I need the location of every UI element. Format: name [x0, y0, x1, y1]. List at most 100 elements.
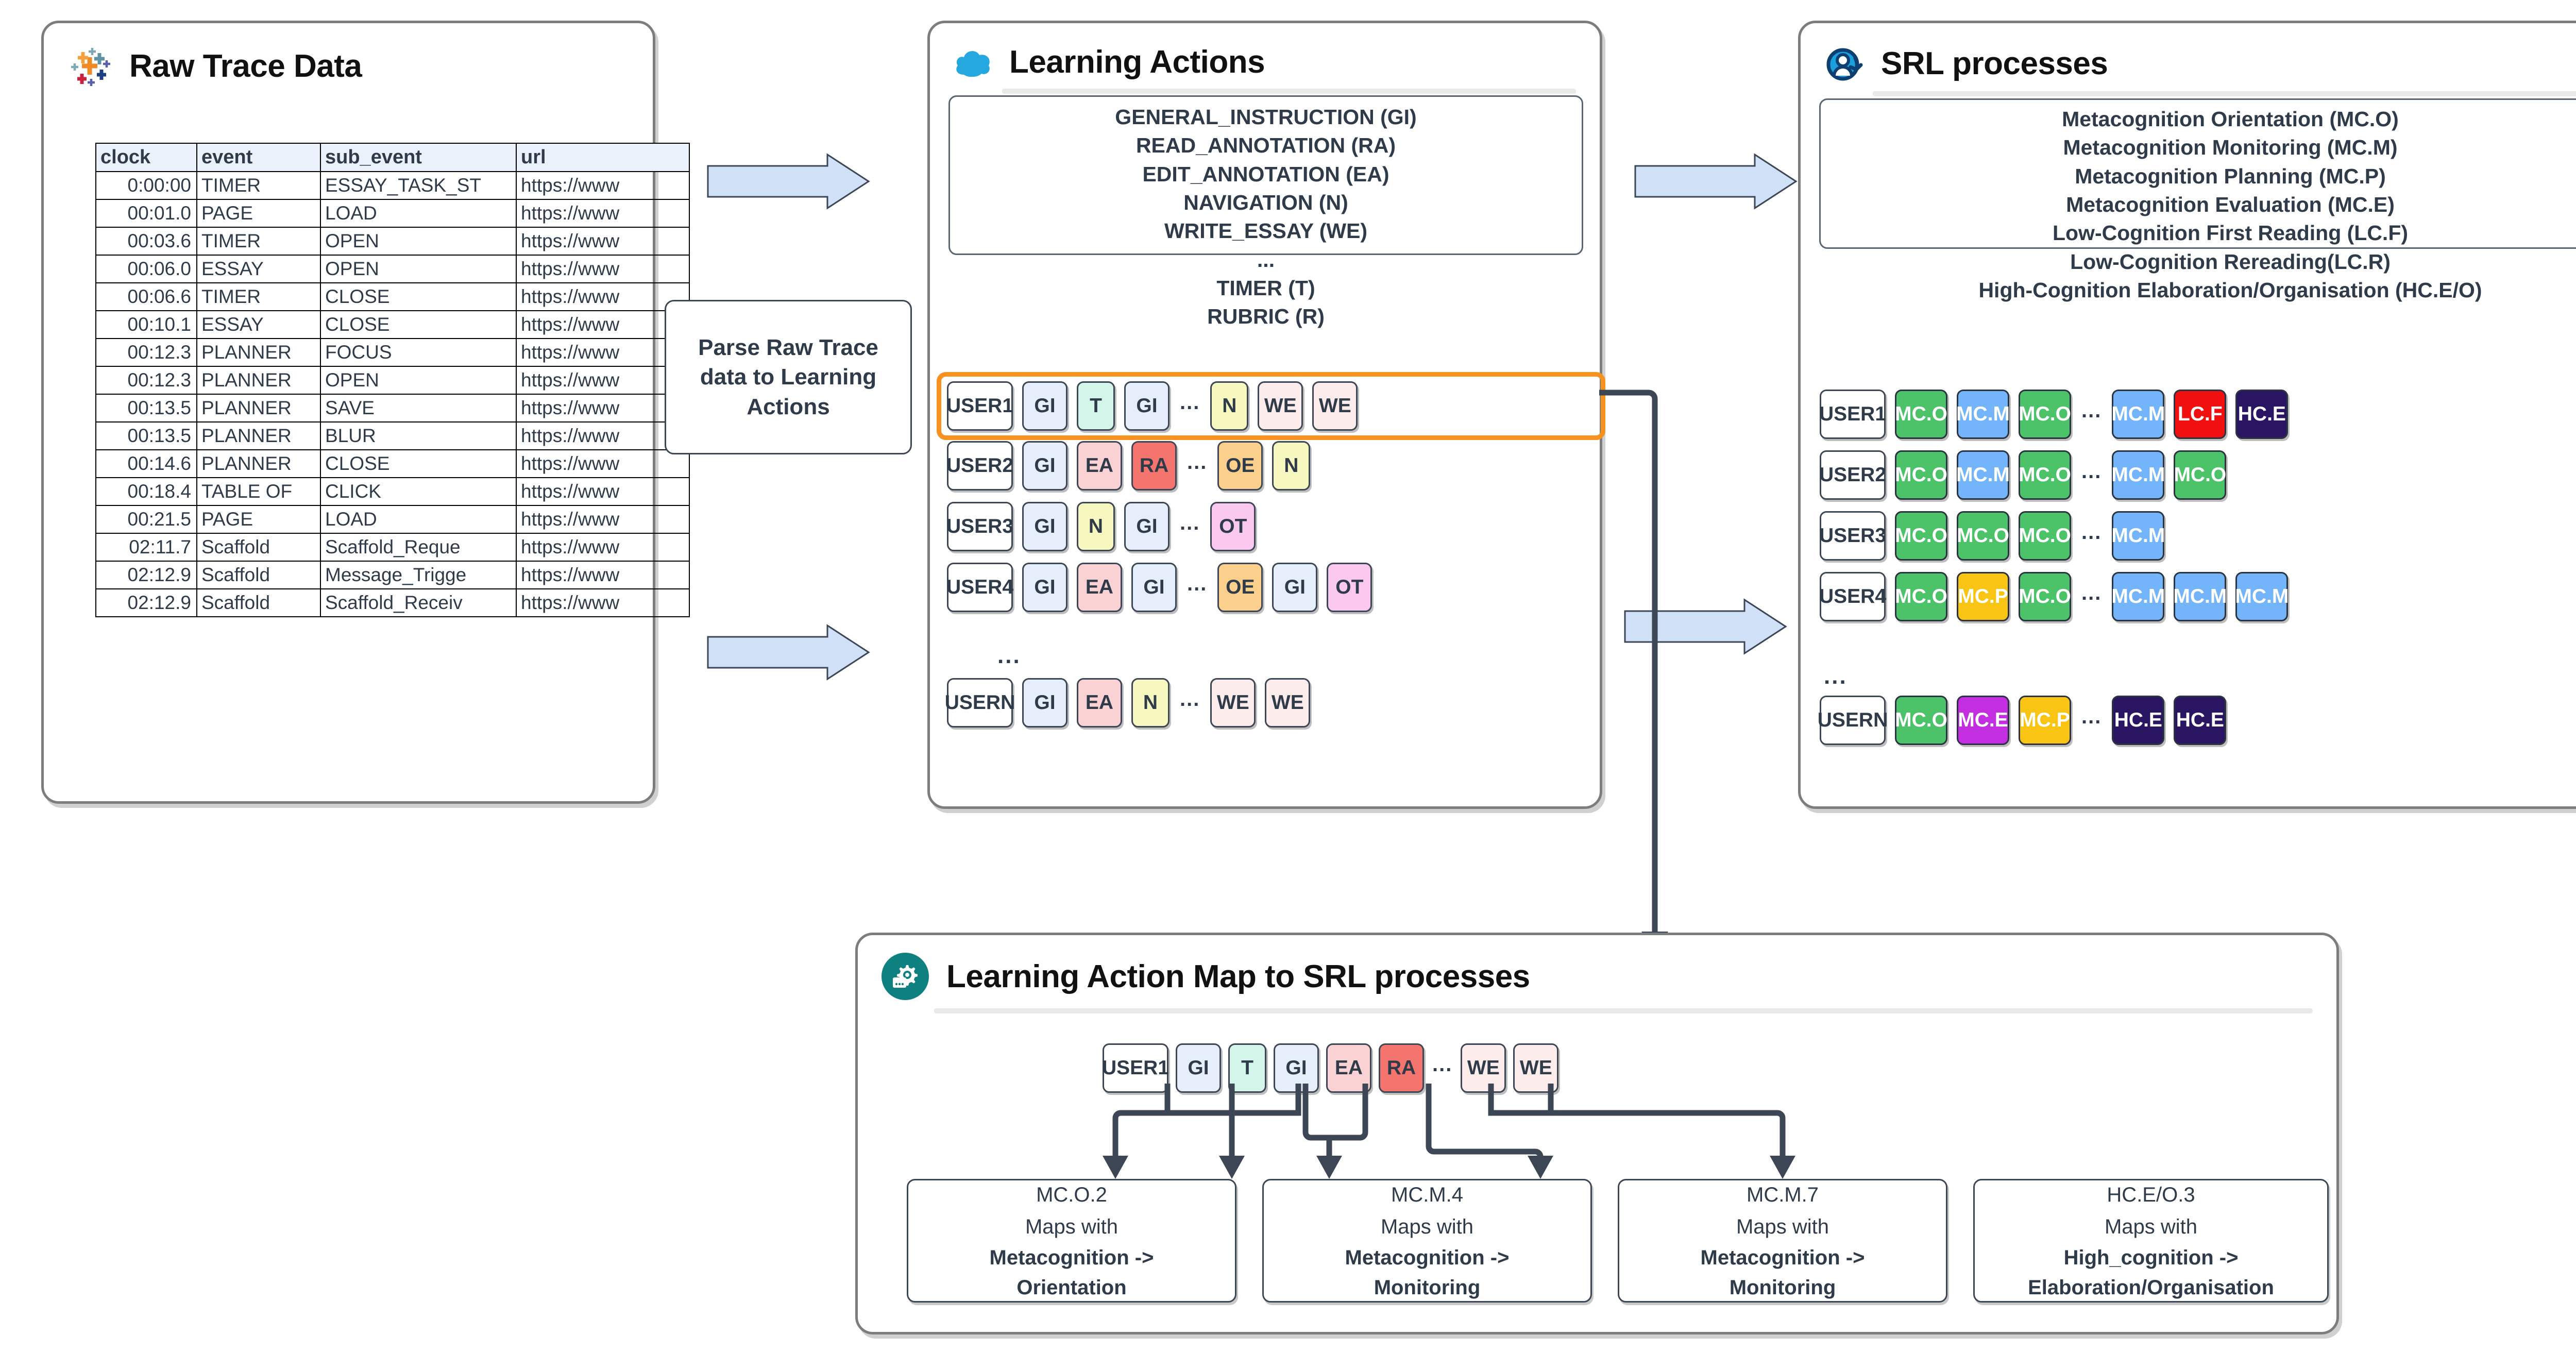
legend-item: Metacognition Evaluation (MC.E) — [2066, 193, 2395, 217]
action-chip: GI — [1124, 381, 1170, 431]
table-cell: Message_Trigge — [320, 561, 517, 589]
table-cell: https://www — [516, 505, 690, 534]
legend-item: Metacognition Monitoring (MC.M) — [2063, 136, 2398, 160]
map-connectors — [1103, 1084, 1795, 1179]
action-chip: MC.O — [1895, 390, 1947, 439]
table-cell: https://www — [516, 421, 690, 450]
map-box-maps-with: Maps with — [1380, 1215, 1474, 1238]
action-chip: GI — [1022, 441, 1067, 491]
table-cell: LOAD — [320, 199, 517, 228]
action-chip: MC.O — [2019, 450, 2071, 500]
table-cell: https://www — [516, 255, 690, 283]
srl-rows-ellipsis: ... — [1824, 664, 1848, 689]
table-cell: https://www — [516, 561, 690, 589]
map-box-maps-with: Maps with — [1736, 1215, 1829, 1238]
learning-actions-title: Learning Actions — [1009, 44, 1265, 80]
legend-item: High-Cognition Elaboration/Organisation … — [1978, 278, 2482, 302]
table-cell: SAVE — [320, 394, 517, 422]
action-chip: MC.E — [1957, 696, 2009, 745]
table-cell: OPEN — [320, 227, 517, 256]
chip-ellipsis: ... — [1180, 688, 1200, 711]
parse-step-box: Parse Raw Trace data to Learning Actions — [665, 300, 912, 454]
legend-item: Low-Cognition Rereading(LC.R) — [2070, 249, 2391, 274]
action-chip: MC.M — [2111, 572, 2165, 621]
action-chip: HC.E — [2235, 390, 2289, 439]
table-cell: PLANNER — [196, 338, 321, 367]
table-cell: 02:11.7 — [95, 533, 197, 562]
cloud-icon — [954, 48, 992, 77]
table-cell: FOCUS — [320, 338, 517, 367]
learning-actions-panel: Learning Actions GENERAL_INSTRUCTION (GI… — [927, 21, 1602, 809]
table-cell: TIMER — [196, 282, 321, 311]
table-cell: https://www — [516, 310, 690, 339]
action-chip: EA — [1077, 678, 1122, 728]
action-chip: MC.O — [2019, 511, 2071, 561]
action-chip: T — [1077, 381, 1115, 431]
chip-ellipsis: ... — [2081, 521, 2102, 544]
legend-item: ... — [1257, 247, 1275, 272]
tableau-icon — [67, 44, 112, 88]
table-cell: 00:12.3 — [95, 338, 197, 367]
table-cell: https://www — [516, 394, 690, 422]
legend-item: NAVIGATION (N) — [1183, 191, 1348, 215]
action-chip: LC.F — [2174, 390, 2227, 439]
table-cell: Scaffold_Receiv — [320, 588, 517, 617]
action-chip: MC.O — [2019, 390, 2071, 439]
map-panel-title: Learning Action Map to SRL processes — [946, 958, 1530, 994]
srl-processes-header: SRL processes — [1801, 23, 2576, 83]
chip-ellipsis: ... — [2081, 582, 2102, 604]
table-cell: BLUR — [320, 421, 517, 450]
action-chip: EA — [1077, 563, 1122, 612]
table-cell: 00:06.6 — [95, 282, 197, 311]
table-cell: TIMER — [196, 227, 321, 256]
table-cell: https://www — [516, 477, 690, 506]
action-chip: EA — [1077, 441, 1122, 491]
table-cell: https://www — [516, 533, 690, 562]
action-chip: MC.M — [2173, 572, 2227, 621]
table-cell: 00:13.5 — [95, 421, 197, 450]
action-chip: OE — [1217, 563, 1263, 612]
map-box-target-line2: Orientation — [1016, 1276, 1127, 1299]
table-cell: PLANNER — [196, 449, 321, 478]
table-cell: PLANNER — [196, 366, 321, 395]
table-cell: LOAD — [320, 505, 517, 534]
action-chip: MC.O — [1895, 450, 1947, 500]
table-cell: OPEN — [320, 255, 517, 283]
chip-ellipsis: ... — [2081, 460, 2102, 483]
user-label-chip: USER4 — [1819, 572, 1886, 621]
table-cell: PAGE — [196, 505, 321, 534]
connector-user1-to-map-panel — [1599, 390, 1668, 953]
table-cell: 00:01.0 — [95, 199, 197, 228]
arrow-raw-to-learning-top — [707, 153, 870, 210]
map-box-target-line1: Metacognition -> — [1700, 1246, 1865, 1269]
action-chip: MC.M — [2111, 511, 2165, 561]
header-divider — [1873, 91, 2576, 96]
srl-processes-title: SRL processes — [1881, 45, 2108, 81]
chip-ellipsis: ... — [1180, 391, 1200, 414]
table-cell: PLANNER — [196, 394, 321, 422]
action-chip: RA — [1131, 441, 1177, 491]
chip-ellipsis: ... — [1187, 451, 1208, 474]
map-box-target-line1: Metacognition -> — [989, 1246, 1154, 1269]
column-header-sub-event: sub_event — [320, 143, 517, 172]
action-chip: N — [1131, 678, 1170, 728]
